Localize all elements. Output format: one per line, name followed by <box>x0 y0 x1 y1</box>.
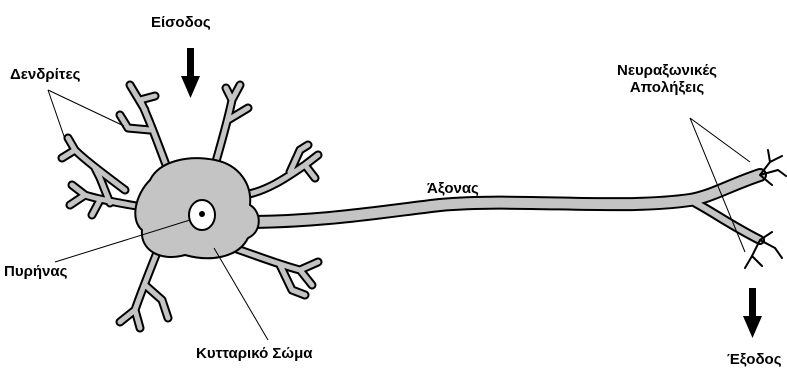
label-input: Είσοδος <box>151 14 211 31</box>
label-axon-terminals: Νευραξωνικές Απολήξεις <box>617 62 717 96</box>
label-dendrites: Δενδρίτες <box>10 66 80 83</box>
label-nucleus: Πυρήνας <box>4 263 67 280</box>
input-arrow <box>181 48 200 98</box>
nucleus <box>189 200 215 230</box>
neuron <box>62 85 786 328</box>
label-output: Έξοδος <box>727 351 782 368</box>
axon <box>245 175 760 240</box>
output-arrow <box>743 288 762 338</box>
label-axon: Άξονας <box>427 180 479 197</box>
label-cell-body: Κυτταρικό Σώμα <box>196 345 312 362</box>
axon-terminals <box>745 150 786 268</box>
